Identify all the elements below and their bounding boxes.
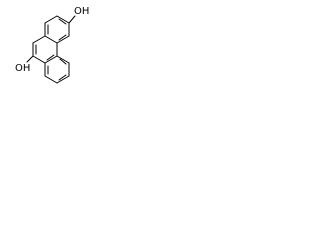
double-bond-inner [46,54,55,61]
bond [56,15,70,24]
phenanthrenediol-structure: OH OH [15,6,89,84]
double-bond-inner [58,74,67,81]
bond [32,35,46,44]
bottom-oh-label: OH [15,63,30,74]
top-oh-label: OH [74,6,89,17]
bond [44,55,58,64]
double-bond-inner [58,18,67,25]
bond [44,75,58,84]
double-bond-inner [58,34,67,41]
ring-upper [44,15,70,44]
ring-lower [44,55,70,84]
bond [44,15,58,24]
bond [56,55,70,64]
double-bond-inner [59,58,67,65]
bond-to-bottom-oh [26,55,34,63]
ring-middle [32,35,58,64]
bond [56,75,70,84]
bond-to-top-oh [68,15,76,24]
bond [44,35,58,44]
bond [32,55,46,64]
bond [56,35,70,44]
